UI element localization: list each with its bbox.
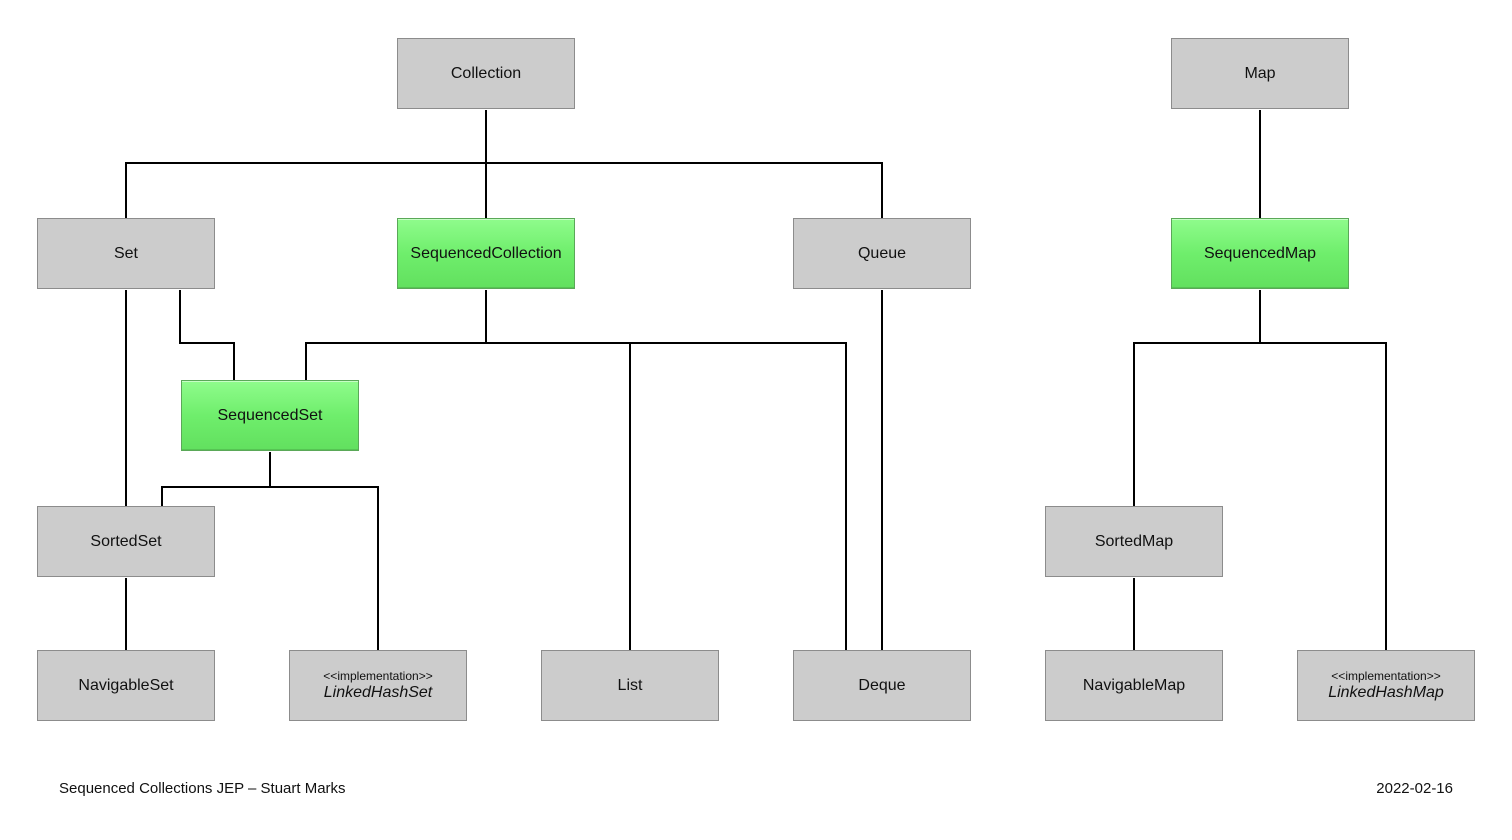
node-sequenced-map: SequencedMap	[1171, 218, 1349, 289]
node-stereotype: <<implementation>>	[1331, 669, 1441, 683]
edge-sequencedmap-sortedmap	[1133, 290, 1261, 506]
edge-sequencedset-sortedset	[161, 452, 271, 506]
node-label: SequencedMap	[1203, 244, 1317, 262]
node-set: Set	[37, 218, 215, 289]
edge-sequencedset-linkedhashset	[270, 486, 379, 650]
node-navigable-map: NavigableMap	[1045, 650, 1223, 721]
edge-sequencedcollection-sequencedset	[305, 290, 487, 380]
node-label: Map	[1244, 64, 1276, 82]
footer-credit: Sequenced Collections JEP – Stuart Marks	[59, 780, 346, 797]
node-label: SequencedSet	[217, 406, 323, 424]
node-list: List	[541, 650, 719, 721]
node-label: Collection	[450, 64, 522, 82]
edge-collection-set	[125, 110, 487, 218]
node-linked-hash-map: <<implementation>> LinkedHashMap	[1297, 650, 1475, 721]
node-label: NavigableMap	[1082, 676, 1186, 694]
node-navigable-set: NavigableSet	[37, 650, 215, 721]
edge-sequencedmap-linkedhashmap	[1260, 342, 1387, 650]
edge-sequencedcollection-list	[486, 342, 631, 650]
node-label: SequencedCollection	[410, 244, 562, 262]
node-label: Deque	[858, 676, 906, 694]
node-label: NavigableSet	[78, 676, 174, 694]
node-map: Map	[1171, 38, 1349, 109]
node-collection: Collection	[397, 38, 575, 109]
node-sequenced-collection: SequencedCollection	[397, 218, 575, 289]
node-linked-hash-set: <<implementation>> LinkedHashSet	[289, 650, 467, 721]
node-stereotype: <<implementation>>	[323, 669, 433, 683]
node-label: List	[617, 676, 643, 694]
footer-date: 2022-02-16	[1376, 780, 1453, 797]
node-sorted-set: SortedSet	[37, 506, 215, 577]
edge-sequencedcollection-deque	[630, 342, 847, 650]
node-label: LinkedHashMap	[1328, 684, 1444, 701]
node-label: Queue	[857, 244, 907, 262]
node-sequenced-set: SequencedSet	[181, 380, 359, 451]
node-sorted-map: SortedMap	[1045, 506, 1223, 577]
node-label: LinkedHashSet	[323, 684, 433, 701]
edge-set-sequencedset	[179, 290, 235, 380]
node-label: Set	[113, 244, 138, 262]
edge-collection-queue	[486, 162, 883, 218]
node-label: SortedMap	[1094, 532, 1174, 550]
node-deque: Deque	[793, 650, 971, 721]
node-label: SortedSet	[90, 532, 162, 550]
node-queue: Queue	[793, 218, 971, 289]
